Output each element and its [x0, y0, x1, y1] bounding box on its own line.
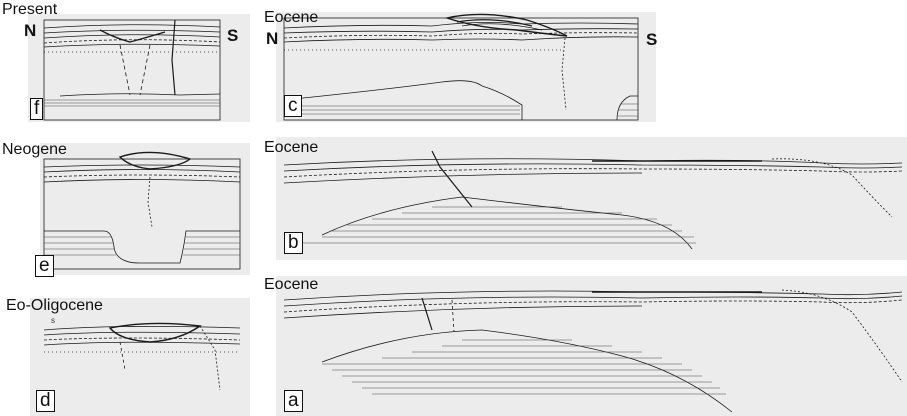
period-label: Eocene — [264, 140, 318, 156]
panel-letter: d — [36, 390, 55, 412]
panel-b: Eocene b — [262, 137, 907, 260]
panel-letter: e — [35, 255, 54, 277]
period-label: Present — [2, 2, 57, 18]
period-label: Eo-Oligocene — [6, 298, 103, 314]
period-label: Neogene — [2, 142, 67, 158]
north-label: N — [24, 22, 36, 39]
panel-letter: f — [30, 98, 43, 120]
panel-letter: b — [284, 232, 303, 254]
panel-letter: c — [284, 95, 302, 117]
north-label: N — [266, 30, 278, 47]
panel-c: Eocene N S c — [262, 0, 682, 125]
marker-label: s — [51, 316, 55, 325]
south-label: S — [227, 27, 238, 44]
cross-section-c — [262, 0, 682, 125]
cross-section-a — [262, 272, 907, 416]
panel-letter: a — [284, 390, 303, 412]
period-label: Eocene — [264, 277, 318, 293]
panel-e: Neogene e — [0, 137, 250, 277]
period-label: Eocene — [264, 10, 318, 26]
south-label: S — [646, 31, 657, 48]
panel-a: Eocene a — [262, 272, 907, 416]
cross-section-b — [262, 137, 907, 260]
panel-d: Eo-Oligocene s d — [0, 290, 250, 416]
panel-f: Present N S f — [0, 0, 250, 125]
